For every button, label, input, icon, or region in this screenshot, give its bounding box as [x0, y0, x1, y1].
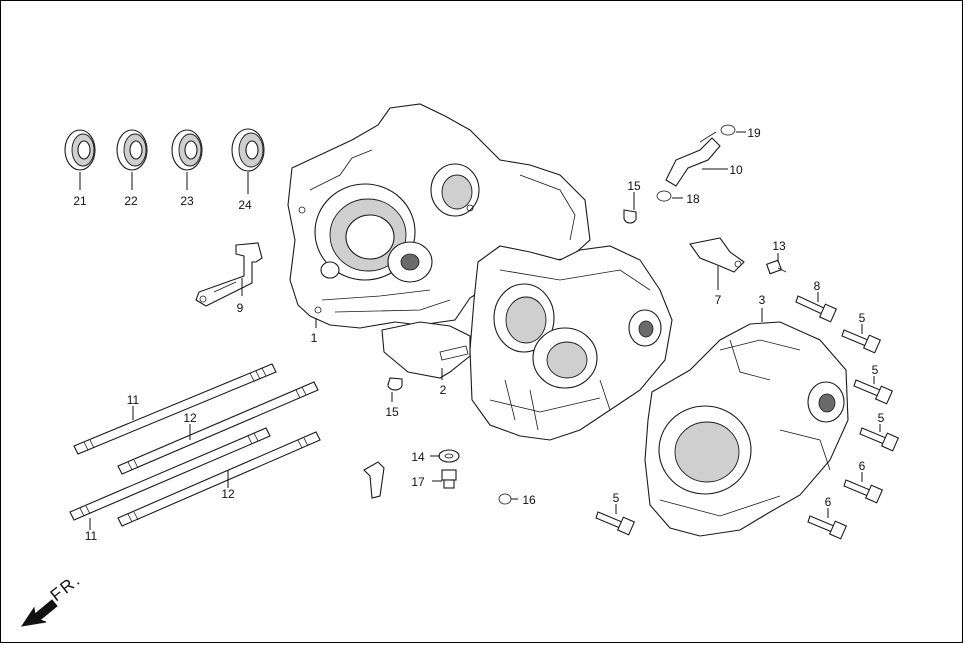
bolt-13 — [765, 259, 787, 275]
callout-12-upper: 12 — [183, 411, 197, 425]
bearing-22 — [116, 129, 148, 171]
left-crankcase-1 — [287, 103, 591, 329]
callout-11-upper: 11 — [127, 393, 140, 407]
callout-17: 17 — [411, 475, 425, 489]
oring-16 — [498, 493, 512, 505]
bearing-24 — [231, 128, 265, 172]
guide-plate-7 — [689, 237, 745, 273]
bolt-5-d — [595, 511, 636, 536]
callout-22: 22 — [124, 194, 138, 208]
callout-2: 2 — [440, 383, 447, 397]
callout-21: 21 — [73, 194, 87, 208]
callout-6-a: 6 — [859, 459, 866, 473]
callout-15-lower: 15 — [385, 405, 399, 419]
callout-5-c: 5 — [878, 411, 885, 425]
bearing-21 — [64, 129, 96, 171]
bolt-6-a — [843, 479, 884, 504]
stud-bolt-11-lower — [69, 427, 271, 521]
front-arrow-icon — [20, 599, 58, 627]
leader-lines — [79, 131, 881, 530]
callout-23: 23 — [180, 194, 194, 208]
dowel-pin-15-lower — [387, 377, 403, 391]
gasket-2 — [381, 321, 471, 379]
bolt-5-c — [859, 427, 900, 452]
callout-9: 9 — [237, 301, 244, 315]
callout-7: 7 — [715, 293, 722, 307]
stud-bolt-11-upper — [73, 363, 277, 455]
callout-13: 13 — [772, 239, 786, 253]
callout-14: 14 — [411, 450, 425, 464]
right-crankcase-3 — [644, 321, 849, 537]
hose-10 — [665, 131, 721, 187]
bolt-6-b — [807, 515, 848, 540]
callout-labels: 21 22 23 24 9 1 2 3 7 13 10 19 18 15 15 … — [73, 126, 884, 543]
callout-5-b: 5 — [872, 363, 879, 377]
stud-bolt-12-lower — [117, 431, 321, 527]
stud-bolt-12-upper — [117, 381, 319, 475]
front-direction-indicator: FR. — [20, 570, 85, 627]
callout-5-a: 5 — [859, 311, 866, 325]
callout-8: 8 — [814, 279, 821, 293]
callout-6-b: 6 — [825, 495, 832, 509]
clip-18 — [656, 190, 672, 202]
drain-plug-17 — [441, 469, 457, 489]
clip-19 — [720, 124, 736, 136]
crankcase-middle — [469, 245, 673, 441]
bracket-9 — [195, 242, 263, 307]
dowel-pin-15-upper — [623, 209, 637, 224]
callout-1: 1 — [311, 331, 318, 345]
bearing-23 — [171, 129, 203, 171]
callout-18: 18 — [686, 192, 700, 206]
callout-16: 16 — [522, 493, 536, 507]
callout-15-upper: 15 — [627, 179, 641, 193]
bolt-5-b — [853, 379, 894, 405]
bolt-8 — [795, 295, 838, 323]
callout-5-d: 5 — [613, 491, 620, 505]
bolt-5-a — [841, 329, 882, 354]
callout-24: 24 — [238, 198, 252, 212]
callout-10: 10 — [729, 163, 743, 177]
callout-12-lower: 12 — [221, 487, 235, 501]
callout-3: 3 — [759, 293, 766, 307]
callout-11-lower: 11 — [85, 529, 98, 543]
clamp-bracket — [363, 461, 385, 499]
washer-14 — [438, 449, 460, 463]
callout-19: 19 — [747, 126, 761, 140]
